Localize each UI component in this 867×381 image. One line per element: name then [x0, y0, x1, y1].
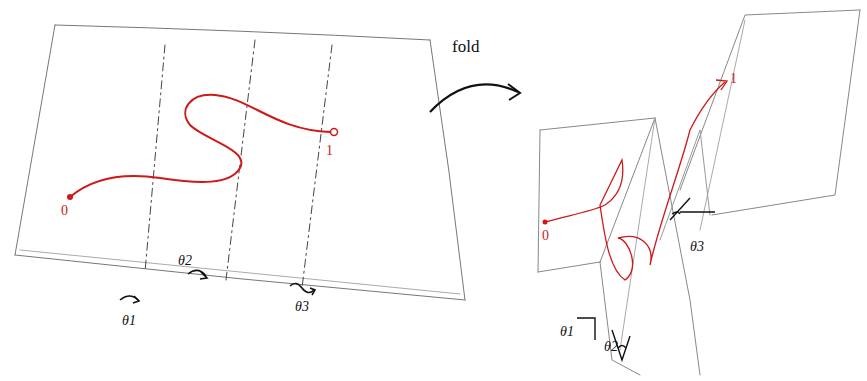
fold-caption: fold [452, 38, 479, 55]
start-point-label: 0 [61, 204, 68, 218]
start-point-label: 0 [542, 229, 549, 243]
fold-angle-label: θ3 [295, 300, 309, 314]
fold-angle-label: θ1 [560, 325, 574, 339]
end-point-label: 1 [730, 72, 737, 86]
fold-angle-label: θ2 [604, 340, 618, 354]
fold-angle-label: θ1 [122, 314, 136, 328]
fold-angle-label: θ3 [690, 240, 704, 254]
end-point-label: 1 [326, 144, 333, 158]
fold-angle-label: θ2 [178, 254, 192, 268]
